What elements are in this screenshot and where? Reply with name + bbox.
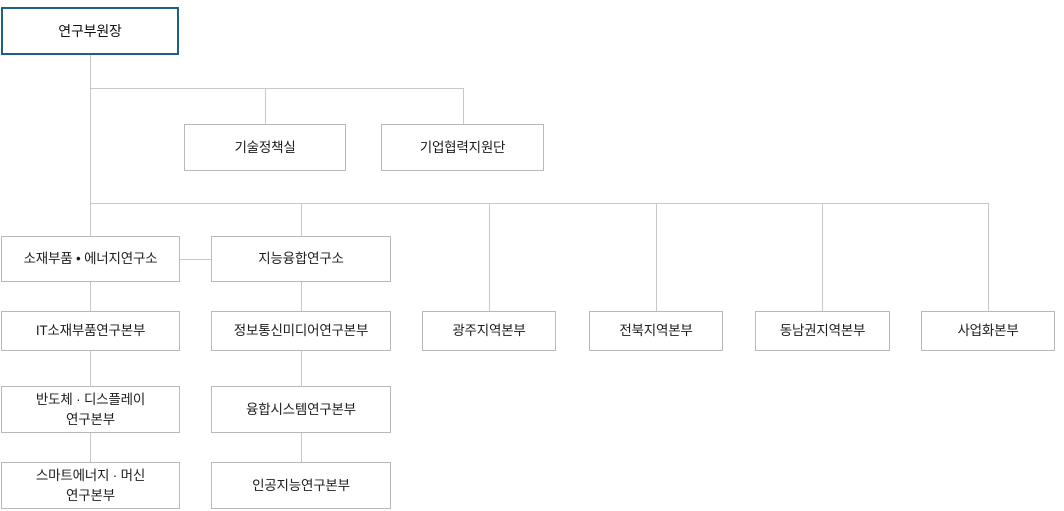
connector-main-bus — [90, 203, 988, 204]
node-division-ict-media[interactable]: 정보통신미디어연구본부 — [211, 311, 391, 351]
connector-institute-link — [180, 259, 212, 260]
connector-col2-1 — [301, 282, 302, 311]
node-institute-intelligence-convergence[interactable]: 지능융합연구소 — [211, 236, 391, 282]
node-division-it-materials[interactable]: IT소재부품연구본부 — [1, 311, 180, 351]
node-staff-enterprise-cooperation[interactable]: 기업협력지원단 — [381, 124, 544, 171]
connector-drop-regional-4 — [988, 203, 989, 311]
node-division-convergence-system[interactable]: 융합시스템연구본부 — [211, 386, 391, 433]
node-division-smart-energy-machine[interactable]: 스마트에너지 · 머신 연구본부 — [1, 462, 180, 509]
connector-root-stem — [90, 54, 91, 89]
connector-col1-1 — [90, 282, 91, 311]
connector-drop-regional-3 — [822, 203, 823, 311]
node-regional-southeast[interactable]: 동남권지역본부 — [755, 311, 890, 351]
node-staff-technology-policy[interactable]: 기술정책실 — [184, 124, 346, 171]
node-regional-gwangju[interactable]: 광주지역본부 — [422, 311, 556, 351]
node-root[interactable]: 연구부원장 — [1, 7, 179, 55]
connector-col2-2 — [301, 350, 302, 386]
connector-drop-institute-1 — [90, 203, 91, 236]
connector-drop-regional-1 — [489, 203, 490, 311]
connector-col1-3 — [90, 433, 91, 462]
connector-col2-3 — [301, 433, 302, 462]
connector-drop-regional-2 — [656, 203, 657, 311]
connector-drop-institute-2 — [301, 203, 302, 236]
connector-staff-bus — [90, 88, 464, 89]
node-regional-jeonbuk[interactable]: 전북지역본부 — [589, 311, 723, 351]
connector-drop-staff-2 — [463, 88, 464, 124]
node-division-artificial-intelligence[interactable]: 인공지능연구본부 — [211, 462, 391, 509]
connector-col1-2 — [90, 350, 91, 386]
node-institute-materials-energy[interactable]: 소재부품 • 에너지연구소 — [1, 236, 180, 282]
node-division-semiconductor-display[interactable]: 반도체 · 디스플레이 연구본부 — [1, 386, 180, 433]
connector-root-spine — [90, 88, 91, 204]
node-business-commercialization[interactable]: 사업화본부 — [921, 311, 1055, 351]
connector-drop-staff-1 — [265, 88, 266, 124]
